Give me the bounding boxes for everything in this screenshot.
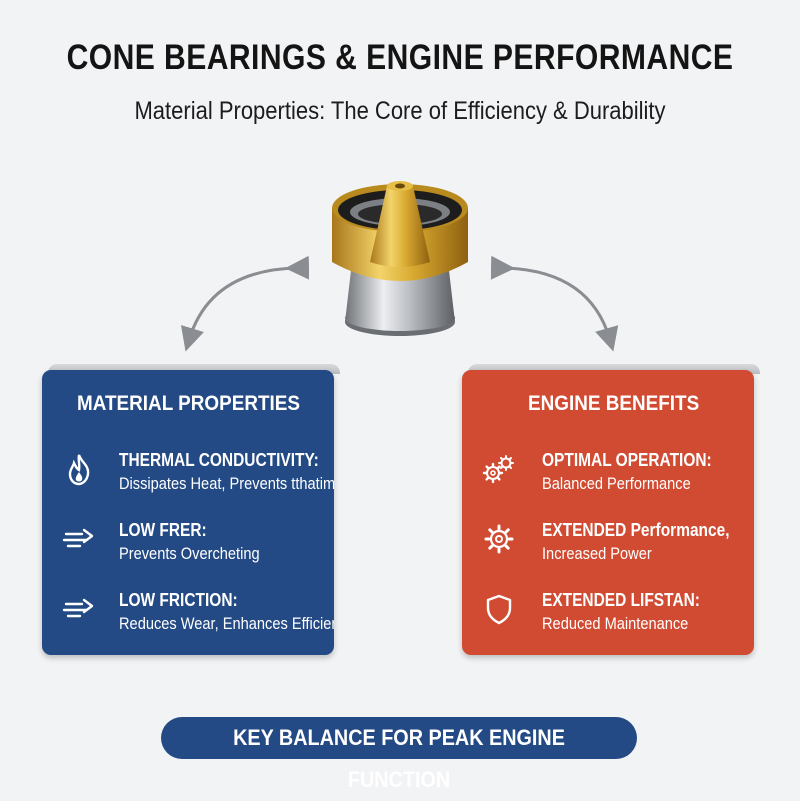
low-frer-item: LOW FRER: Prevents Overcheting (42, 520, 334, 580)
engine-benefits-panel: ENGINE BENEFITS OPTIMAL OPERATION: Balan… (462, 364, 760, 655)
material-properties-panel: MATERIAL PROPERTIES THERMAL CONDUCTIVITY… (42, 364, 340, 655)
right-double-arrow (490, 255, 619, 352)
low-friction-item: LOW FRICTION: Reduces Wear, Enhances Eff… (42, 590, 334, 650)
key-balance-banner: KEY BALANCE FOR PEAK ENGINE FUNCTION (161, 717, 637, 792)
key-balance-label: KEY BALANCE FOR PEAK ENGINE FUNCTION (233, 725, 565, 792)
item-title: EXTENDED Performance, (542, 520, 730, 540)
gear-icon (484, 524, 514, 554)
thermal-conductivity-item: THERMAL CONDUCTIVITY: Dissipates Heat, P… (42, 450, 334, 510)
item-title: EXTENDED LIFSTAN: (542, 590, 700, 610)
page-subtitle: Material Properties: The Core of Efficie… (134, 97, 666, 125)
material-properties-heading: MATERIAL PROPERTIES (77, 392, 300, 415)
item-text: Increased Power (542, 544, 652, 563)
item-text: Reduced Maintenance (542, 614, 689, 633)
item-title: OPTIMAL OPERATION: (542, 450, 712, 470)
item-text-clip: Dissipates Heat, Prevents tthatims (119, 474, 334, 498)
panel-rim (468, 364, 760, 374)
item-title: THERMAL CONDUCTIVITY: (119, 450, 319, 470)
airflow-arrow-icon (62, 598, 94, 618)
item-text: Reduces Wear, Enhances Efficiency (119, 614, 334, 633)
item-text-clip: Reduces Wear, Enhances Efficiency (119, 614, 334, 638)
page-title: CONE BEARINGS & ENGINE PERFORMANCE (66, 38, 734, 77)
airflow-arrow-icon (62, 528, 94, 548)
gears-icon (482, 455, 514, 484)
left-double-arrow (180, 255, 310, 352)
panel-rim (48, 364, 340, 374)
item-title: LOW FRER: (119, 520, 207, 540)
bearing-cone (332, 181, 468, 336)
optimal-operation-item: OPTIMAL OPERATION: Balanced Performance (462, 450, 754, 510)
item-title: LOW FRICTION: (119, 590, 238, 610)
engine-benefits-heading: ENGINE BENEFITS (528, 392, 700, 415)
item-text: Balanced Performance (542, 474, 691, 493)
extended-performance-item: EXTENDED Performance, Increased Power (462, 520, 754, 580)
item-text: Prevents Overcheting (119, 544, 260, 563)
extended-lifstan-item: EXTENDED LIFSTAN: Reduced Maintenance (462, 590, 754, 650)
shield-icon (486, 594, 512, 625)
flame-icon (68, 454, 90, 486)
cone-bearing-illustration (180, 181, 619, 352)
item-text: Dissipates Heat, Prevents tthatims (119, 474, 334, 493)
